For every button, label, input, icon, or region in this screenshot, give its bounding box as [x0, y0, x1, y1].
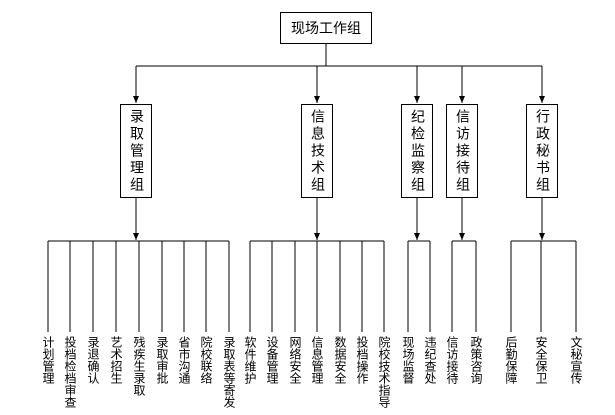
leaf-node-label: 安全保卫 — [534, 336, 548, 384]
leaf-node-label: 设备管理 — [265, 336, 279, 384]
leaf-node-label: 录退确认 — [86, 336, 100, 384]
leaf-node-label: 文秘宣传 — [569, 336, 583, 384]
leaf-node-label: 省市沟通 — [177, 336, 191, 384]
leaf-node-label: 政策咨询 — [469, 336, 483, 384]
group-node-label: 纪检监察组 — [409, 108, 425, 194]
leaf-node-label: 残疾生录取 — [132, 336, 146, 396]
leaf-node-label: 现场监督 — [401, 336, 415, 384]
leaf-node-label: 信息管理 — [310, 336, 324, 384]
group-node-box: 行政秘书组 — [526, 104, 558, 198]
leaf-node-label: 投档检档审查 — [63, 336, 77, 408]
group-node-box: 信访接待组 — [446, 104, 478, 198]
leaf-node-label: 投档操作 — [355, 336, 369, 384]
root-node-box: 现场工作组 — [280, 12, 372, 44]
group-node-label: 信访接待组 — [454, 108, 470, 194]
leaf-node-label: 数据安全 — [333, 336, 347, 384]
group-node-box: 信息技术组 — [301, 104, 333, 198]
group-node-label: 信息技术组 — [309, 108, 325, 194]
leaf-node-label: 录取表等寄发 — [222, 336, 236, 408]
leaf-node-label: 院校联络 — [199, 336, 213, 384]
leaf-node-label: 信访接待 — [445, 336, 459, 384]
leaf-node-label: 网络安全 — [288, 336, 302, 384]
leaf-node-label: 录取审批 — [155, 336, 169, 384]
leaf-node-label: 艺术招生 — [109, 336, 123, 384]
group-node-box: 纪检监察组 — [401, 104, 433, 198]
leaf-node-label: 院校技术指导 — [377, 336, 391, 408]
leaf-node-label: 计划管理 — [41, 336, 55, 384]
group-node-box: 录取管理组 — [120, 104, 152, 198]
leaf-node-label: 软件维护 — [243, 336, 257, 384]
leaf-node-label: 后勤保障 — [504, 336, 518, 384]
leaf-node-label: 违纪查处 — [423, 336, 437, 384]
root-node-label: 现场工作组 — [291, 21, 361, 37]
group-node-label: 行政秘书组 — [534, 108, 550, 194]
group-node-label: 录取管理组 — [128, 108, 144, 194]
